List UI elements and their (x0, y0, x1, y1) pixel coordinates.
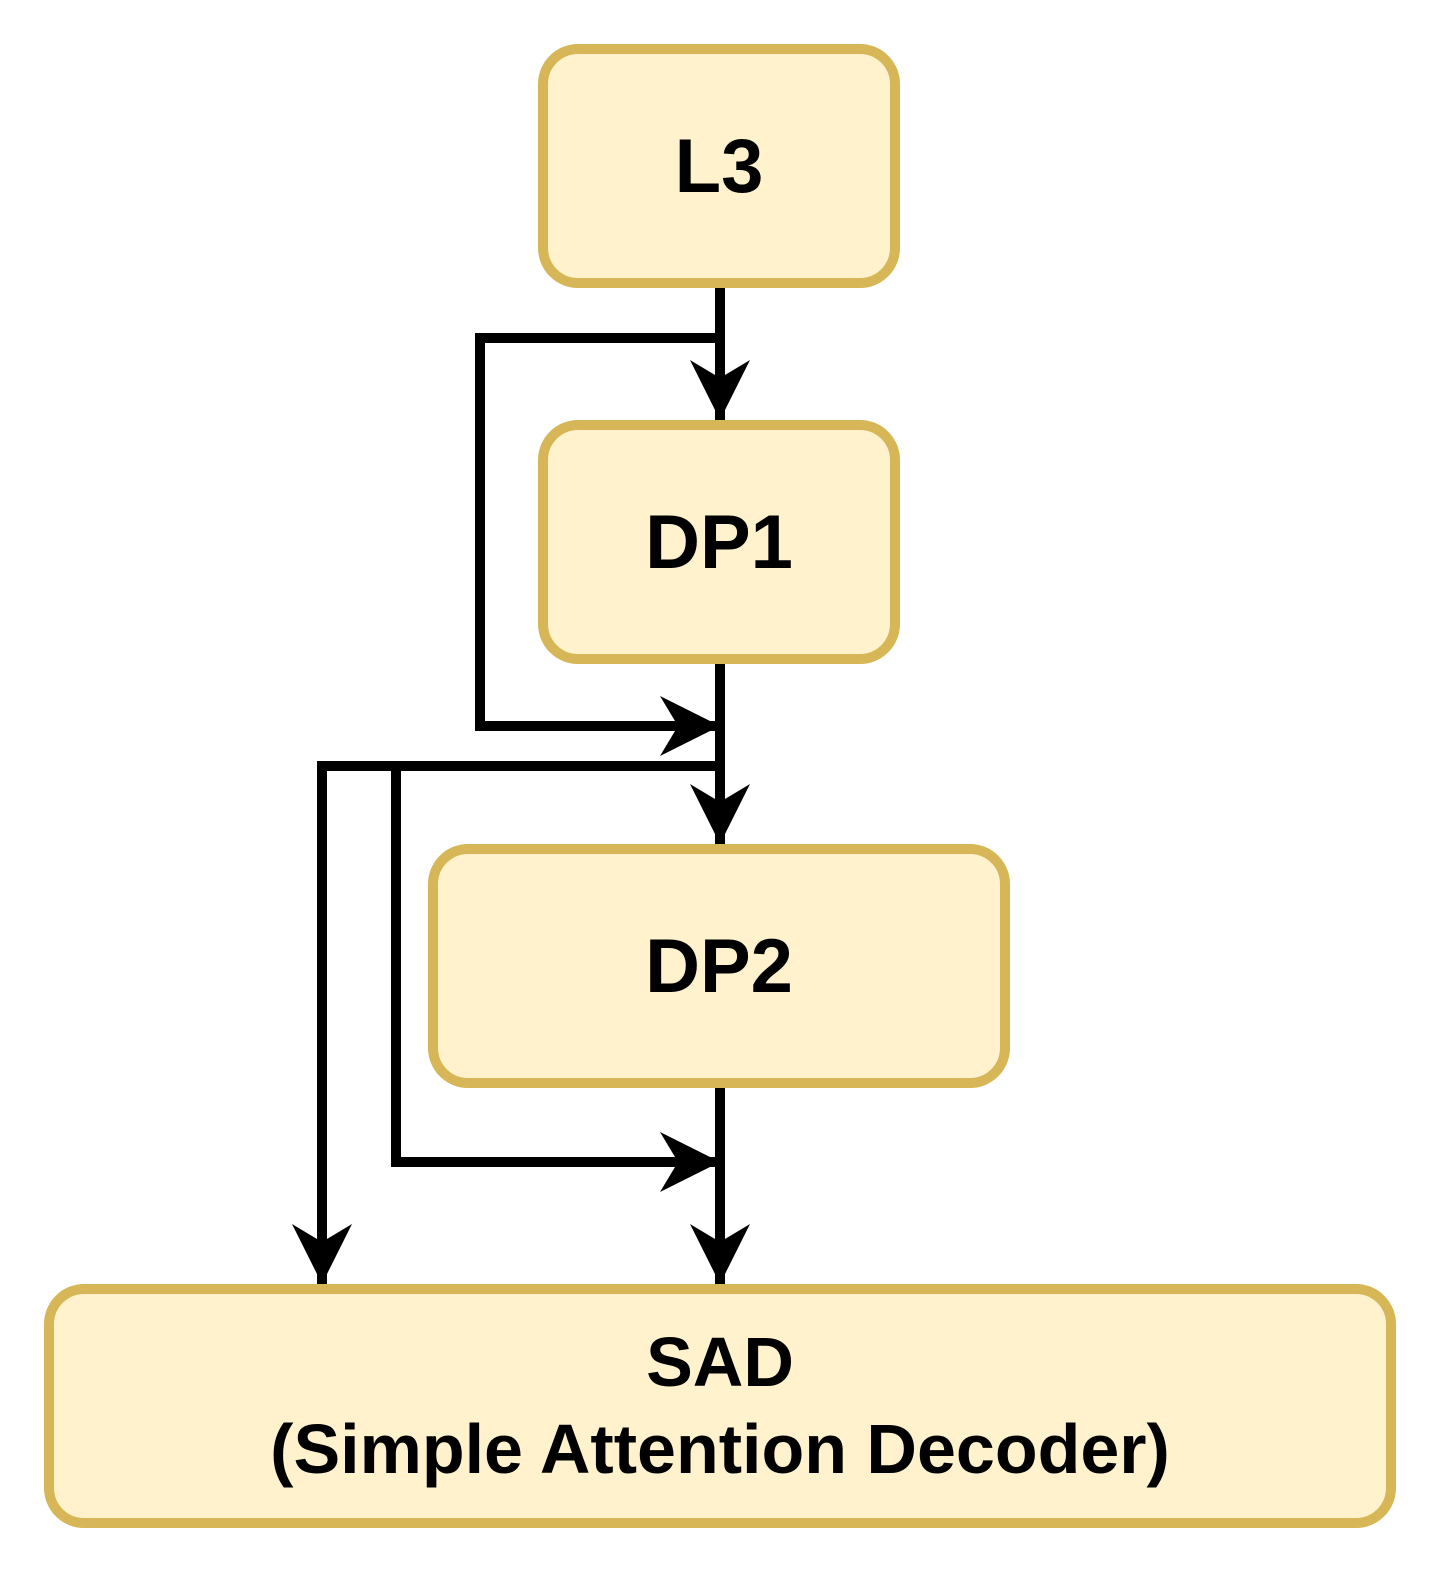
edge-dp1-to-sad (292, 761, 396, 1284)
node-l3: L3 (538, 44, 900, 288)
node-sad-label-line1: SAD (646, 1322, 794, 1401)
edge-l3-skip (475, 333, 720, 756)
node-dp1-label: DP1 (645, 499, 793, 585)
node-dp2-label: DP2 (645, 923, 793, 1009)
node-dp2: DP2 (428, 844, 1010, 1088)
node-dp1: DP1 (538, 420, 900, 664)
edge-dp1-skip-to-dp2-output (391, 761, 720, 1192)
node-sad-label-line2: (Simple Attention Decoder) (270, 1410, 1170, 1488)
node-sad: SAD (Simple Attention Decoder) (44, 1284, 1396, 1528)
node-l3-label: L3 (674, 123, 764, 209)
